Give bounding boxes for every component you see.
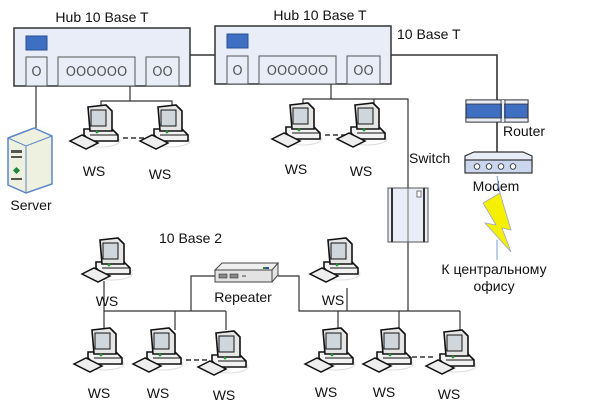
ws-label: WS [88, 385, 111, 401]
ws-label: WS [322, 292, 345, 308]
workstation-icon[interactable] [139, 104, 191, 150]
hub-right[interactable]: O OOOOOO OO [214, 25, 392, 85]
workstation-icon[interactable] [271, 102, 323, 148]
hub-left-label: Hub 10 Base T [55, 9, 149, 25]
hub-port-single-text: O [31, 65, 41, 80]
hub-port-double-text: OO [353, 64, 373, 79]
hub-port-group-text: OOOOOO [267, 64, 328, 79]
workstation-icon[interactable] [73, 327, 125, 373]
workstation-icon[interactable] [425, 329, 477, 375]
hub-port-group [57, 56, 136, 87]
hub-indicator-icon [25, 35, 48, 51]
workstation-icon[interactable] [336, 102, 388, 148]
hub-right-label: Hub 10 Base T [273, 7, 367, 23]
router-icon[interactable] [465, 99, 529, 123]
workstation-icon[interactable] [81, 237, 133, 283]
workstation-icon[interactable] [309, 237, 361, 283]
ws-label: WS [315, 384, 338, 400]
hub-port-double [346, 55, 381, 85]
workstation-icon[interactable] [69, 104, 121, 150]
hub-port-group-text: OOOOOO [66, 65, 127, 80]
ws-label: WS [147, 385, 170, 401]
hub-port-double [145, 56, 180, 87]
repeater-icon[interactable] [213, 261, 279, 283]
lightning-icon [482, 175, 512, 260]
modem-icon[interactable] [464, 151, 533, 174]
central-office-label-line1: К центральному [441, 261, 546, 277]
workstation-icon[interactable] [132, 327, 184, 373]
hub-port-double-text: OO [152, 65, 172, 80]
hub-indicator-icon [226, 33, 249, 49]
coax-right-bus [278, 275, 460, 312]
ws-label: WS [373, 384, 396, 400]
ws-label: WS [213, 387, 236, 403]
hub-port-group [258, 55, 337, 85]
backbone-label: 10 Base T [397, 26, 461, 42]
router-label: Router [503, 123, 545, 139]
switch-label: Switch [409, 150, 450, 166]
switch-icon[interactable] [387, 187, 429, 243]
ws-label: WS [285, 161, 308, 177]
modem-label: Modem [473, 178, 520, 194]
ws-label: WS [83, 163, 106, 179]
ws-label: WS [438, 386, 461, 402]
workstation-icon[interactable] [362, 327, 414, 373]
ws-label: WS [149, 166, 172, 182]
hub-port-single [226, 55, 249, 85]
coax-label: 10 Base 2 [159, 230, 222, 246]
hub-port-single-text: O [232, 64, 242, 79]
workstation-icon[interactable] [197, 330, 249, 376]
central-office-label-line2: офису [473, 278, 514, 294]
server-label: Server [10, 197, 52, 213]
repeater-left-wire [190, 275, 218, 311]
hub-left[interactable]: O OOOOOO OO [13, 27, 191, 87]
ws-label: WS [350, 163, 373, 179]
hub-right-switch-wire [374, 98, 409, 188]
ws-label: WS [96, 293, 119, 309]
workstation-icon[interactable] [304, 327, 356, 373]
server-icon[interactable] [7, 127, 53, 194]
repeater-label: Repeater [214, 289, 272, 305]
hub-router-wire [391, 54, 498, 100]
